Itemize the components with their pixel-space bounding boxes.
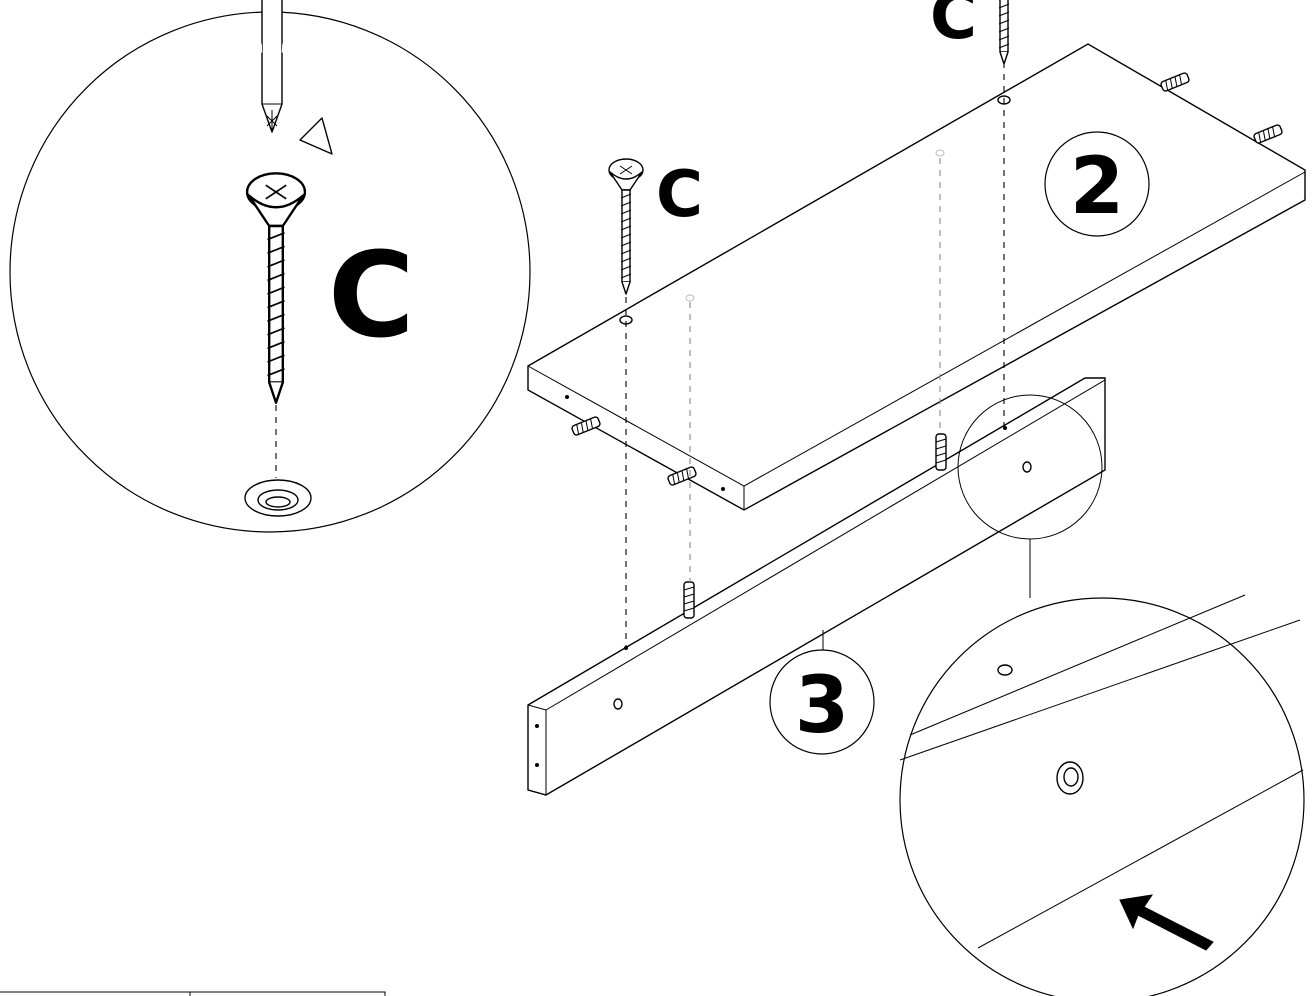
part-badge-2 [1044,131,1150,237]
dowel-icon [935,433,947,471]
part-label-2: 2 [1070,142,1124,232]
part-label-c-large: C [328,226,415,364]
panel-3: 3 [527,377,1106,796]
part-label-3: 3 [795,661,849,751]
rotate-arrow-icon [207,43,345,155]
screw-icon [986,0,1022,65]
part-label-c-left: C [656,158,703,232]
table-stub [0,991,386,996]
part-label-c-top: C [930,0,977,54]
detail-circle-hole [899,394,1305,996]
dowel-icon [1159,71,1191,93]
countersunk-hole [244,479,312,517]
dowel-icon [1252,123,1284,145]
detail-circle-screw: C [9,0,531,533]
screw-icon [608,158,644,295]
screwdriver-icon [261,0,283,133]
dowel-icon [683,581,695,619]
arrow-icon [1119,894,1214,951]
part-badge-3 [769,649,875,755]
panel-2: 2 [527,43,1306,511]
